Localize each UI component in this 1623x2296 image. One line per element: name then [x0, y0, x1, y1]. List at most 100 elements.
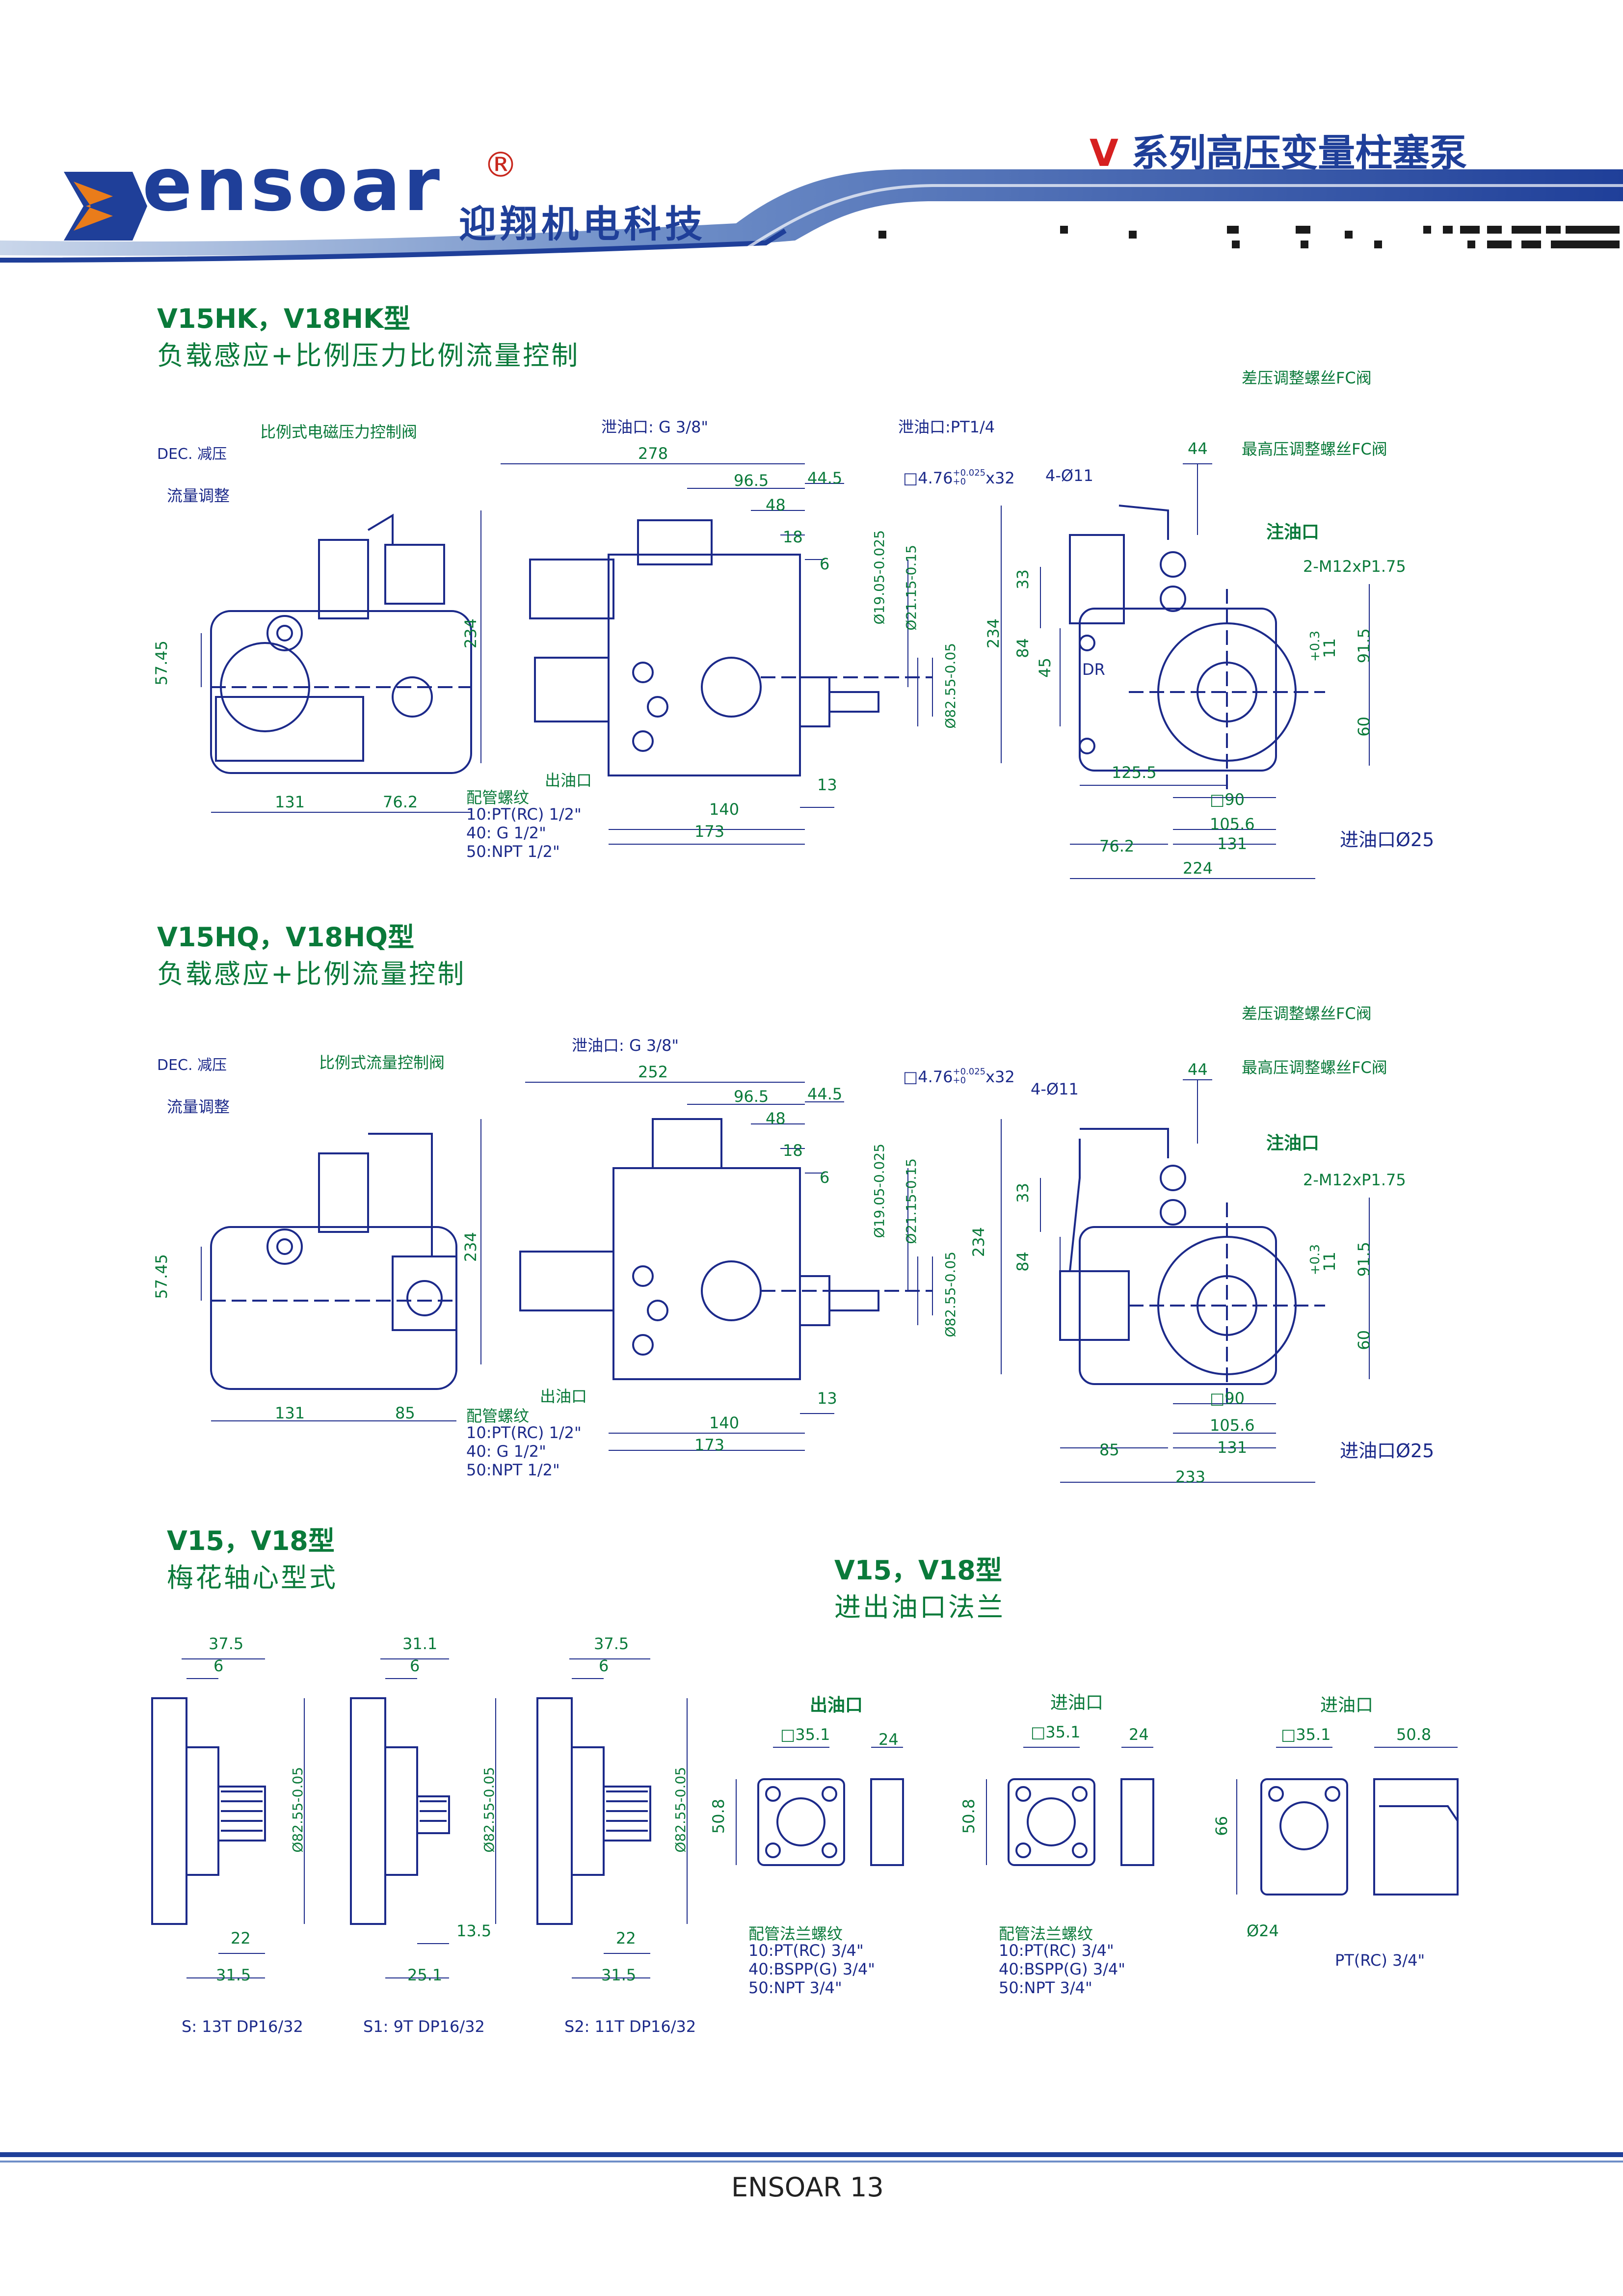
s2-dim-13: 13 [817, 1389, 837, 1408]
s2-valve-label: 比例式流量控制阀 [319, 1053, 445, 1072]
s1-key-length: x32 [985, 469, 1015, 487]
s2-outlet-label: 出油口 [540, 1387, 587, 1406]
section1-model: V15HK，V18HK型 [157, 303, 410, 334]
flange3-h: 66 [1212, 1816, 1231, 1836]
s2-dim-33: 33 [1013, 1183, 1032, 1203]
section4-model: V15，V18型 [834, 1555, 1002, 1586]
s1-inlet-label: 进油口Ø25 [1340, 829, 1435, 851]
section3-dimlines [182, 1658, 688, 1978]
flange3-w: 50.8 [1396, 1725, 1432, 1744]
s1-dim-131: 131 [275, 793, 305, 811]
s1-dim-45: 45 [1036, 658, 1054, 678]
s2-flow-adjust-label: 流量调整 [167, 1097, 230, 1116]
s2-key-length: x32 [985, 1068, 1015, 1086]
flange3-title: 进油口 [1320, 1695, 1374, 1715]
s1-holes-label: 4-Ø11 [1045, 466, 1093, 485]
shaft1-bottom1-dim: 22 [231, 1929, 251, 1948]
s2-dim-131: 131 [275, 1404, 305, 1422]
section3-desc: 梅花轴心型式 [167, 1562, 338, 1593]
s2-dim-44: 44 [1188, 1060, 1208, 1079]
shaft3-six-dim: 6 [599, 1656, 609, 1675]
shaft2-dia-dim: Ø82.55-0.05 [481, 1767, 497, 1853]
s1-inject-label: 注油口 [1266, 522, 1320, 542]
series-letter: V [1090, 131, 1118, 175]
s2-dim-57-45: 57.45 [152, 1254, 171, 1299]
s1-m12-label: 2-M12xP1.75 [1303, 557, 1406, 576]
s2-shaft3: Ø82.55-0.05 [942, 1252, 958, 1337]
s1-key-size: □4.76 [903, 469, 953, 487]
section4-drawings [757, 1778, 1459, 1896]
s2-dim-44-5: 44.5 [807, 1085, 843, 1103]
flange3-sq: □35.1 [1281, 1725, 1331, 1744]
s1-dim-91-5: 91.5 [1355, 628, 1373, 664]
shaft2-bottom2-dim: 25.1 [407, 1966, 443, 1984]
shaft1-bottom2-dim: 31.5 [216, 1966, 251, 1984]
s1-dim-131b: 131 [1217, 834, 1248, 853]
header-band [0, 169, 1623, 263]
s2-holes-label: 4-Ø11 [1031, 1080, 1079, 1098]
s1-dim-11: 11 [1320, 638, 1339, 658]
s1-max-screw-label: 最高压调整螺丝FC阀 [1242, 440, 1387, 458]
flange1-w: 24 [878, 1730, 899, 1749]
s1-dim-234b: 234 [984, 618, 1003, 649]
s2-dim-18: 18 [783, 1141, 803, 1160]
shaft1-caption: S: 13T DP16/32 [182, 2017, 303, 2036]
s1-dim-57-45: 57.45 [152, 641, 171, 686]
s2-dim-96-5: 96.5 [734, 1087, 769, 1106]
flange3-dia: Ø24 [1247, 1922, 1279, 1940]
shaft1-top-dim: 37.5 [209, 1634, 244, 1653]
s2-dim-85b: 85 [1099, 1441, 1119, 1459]
section3-model: V15，V18型 [167, 1525, 335, 1556]
s1-shaft2: Ø21.15-0.15 [903, 545, 919, 631]
s1-dim-105-6: 105.6 [1210, 815, 1255, 833]
s1-shaft3: Ø82.55-0.05 [942, 643, 958, 729]
s2-dim-sq90: □90 [1210, 1389, 1245, 1408]
s1-drain2-label: 泄油口:PT1/4 [898, 418, 995, 436]
s1-dim-6: 6 [820, 555, 830, 573]
s1-dim-84: 84 [1013, 638, 1032, 658]
s1-shaft1: Ø19.05-0.025 [871, 530, 887, 625]
section2-drawings [210, 1118, 1325, 1409]
s2-diff-screw-label: 差压调整螺丝FC阀 [1242, 1004, 1372, 1023]
s2-dim-105-6: 105.6 [1210, 1416, 1255, 1435]
s2-drain-label: 泄油口: G 3/8" [572, 1036, 679, 1055]
logo-emblem [64, 172, 147, 240]
s1-dim-60: 60 [1355, 717, 1373, 737]
s1-pipe-lines: 10:PT(RC) 1/2" 40: G 1/2" 50:NPT 1/2" [466, 805, 582, 861]
s1-dim-76-2: 76.2 [383, 793, 418, 811]
flange2-w: 24 [1129, 1725, 1149, 1744]
series-name: 系列高压变量柱塞泵 [1118, 131, 1467, 175]
shaft1-six-dim: 6 [213, 1656, 224, 1675]
shaft3-top-dim: 37.5 [594, 1634, 629, 1653]
s1-dim-sq90: □90 [1210, 790, 1245, 809]
s1-dim-224: 224 [1183, 859, 1213, 878]
flange2-sq: □35.1 [1031, 1723, 1081, 1741]
shaft2-bottom1-dim: 13.5 [456, 1922, 492, 1940]
s1-dim-173: 173 [694, 822, 725, 841]
flange2-h: 50.8 [959, 1799, 978, 1834]
footer-rules [0, 2152, 1623, 2163]
s1-dim-13: 13 [817, 775, 837, 794]
s2-dim-234b: 234 [969, 1227, 988, 1257]
s2-dec-label: DEC. 减压 [157, 1057, 227, 1074]
shaft3-caption: S2: 11T DP16/32 [564, 2017, 696, 2036]
s1-valve-label: 比例式电磁压力控制阀 [260, 423, 418, 441]
s2-dim-0-3: +0.3 [1308, 1244, 1323, 1276]
s2-dim-131b: 131 [1217, 1438, 1248, 1457]
s2-dim-6: 6 [820, 1168, 830, 1187]
s1-flow-adjust-label: 流量调整 [167, 486, 230, 505]
section2-dimlines [201, 1079, 1370, 1483]
shaft2-six-dim: 6 [410, 1656, 420, 1675]
section1-drawings [210, 505, 1325, 795]
shaft3-bottom1-dim: 22 [616, 1929, 636, 1948]
section1-desc: 负载感应+比例压力比例流量控制 [157, 340, 580, 371]
s2-shaft1: Ø19.05-0.025 [871, 1144, 887, 1238]
shaft2-top-dim: 31.1 [402, 1634, 438, 1653]
s2-dim-84: 84 [1013, 1252, 1032, 1272]
s1-dim-44: 44 [1188, 439, 1208, 458]
s2-dim-140: 140 [709, 1414, 740, 1432]
s2-dim-252: 252 [638, 1063, 668, 1081]
s1-key-tol: +0.025 +0 [953, 468, 986, 487]
brand-wordmark: ensoar [142, 142, 443, 228]
